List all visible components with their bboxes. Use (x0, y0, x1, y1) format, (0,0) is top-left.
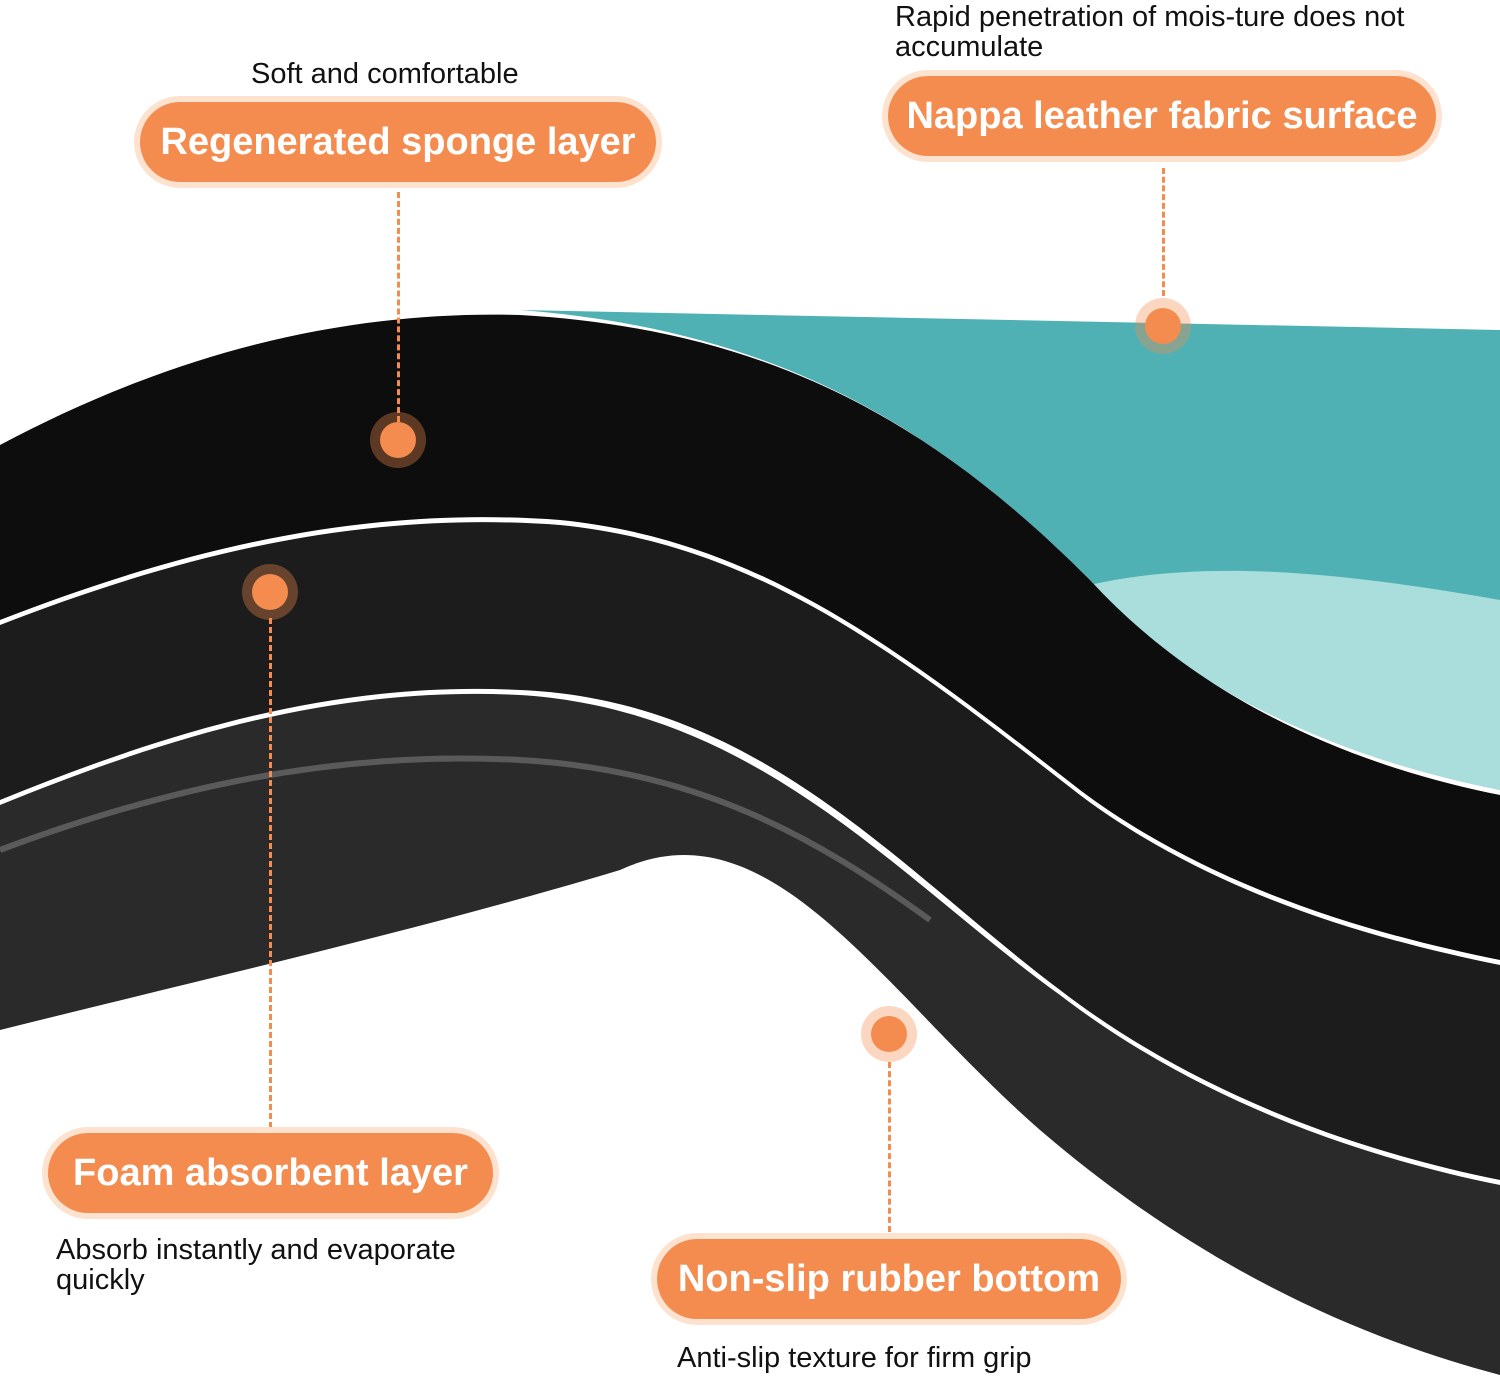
rubber-leader-line (888, 1062, 891, 1232)
sponge-marker-dot (380, 422, 416, 458)
foam-caption: Absorb instantly and evaporate quickly (56, 1234, 456, 1296)
rubber-edge-highlight (0, 755, 932, 923)
sponge-layer (0, 314, 1500, 960)
rubber-label-pill: Non-slip rubber bottom (657, 1239, 1121, 1319)
rubber-caption: Anti-slip texture for firm grip (677, 1342, 1032, 1374)
surface-marker-dot (1145, 308, 1181, 344)
foam-layer (0, 522, 1500, 1180)
sponge-caption: Soft and comfortable (251, 58, 519, 90)
fabric-surface-edge-light (1090, 570, 1500, 790)
surface-caption: Rapid penetration of mois-ture does not … (895, 1, 1405, 63)
foam-label-pill: Foam absorbent layer (48, 1133, 493, 1213)
foam-marker-dot (252, 574, 288, 610)
sponge-leader-line (397, 192, 400, 422)
foam-leader-line (269, 618, 272, 1128)
surface-label-pill: Nappa leather fabric surface (888, 76, 1436, 156)
sponge-label-pill: Regenerated sponge layer (140, 102, 656, 182)
surface-leader-line (1162, 168, 1165, 296)
rubber-bottom-layer (0, 693, 1500, 1375)
rubber-marker-dot (871, 1016, 907, 1052)
